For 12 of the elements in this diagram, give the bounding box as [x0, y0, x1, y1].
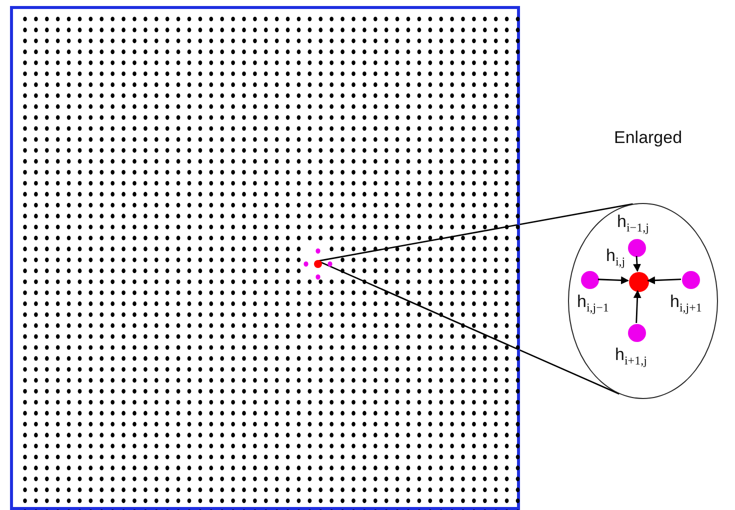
variable-label: h$_{i−1,j}$	[617, 213, 649, 234]
arrow	[633, 256, 641, 272]
arrow	[647, 276, 682, 284]
lattice-point	[314, 260, 322, 268]
view-heading: Enlarged	[614, 129, 682, 146]
variable-label: h$_{i,j−1}$	[577, 293, 609, 314]
zoom-line	[318, 203, 633, 262]
arrow	[598, 276, 629, 284]
arrow	[633, 290, 642, 324]
variable-label: h$_{i+1,j}$	[615, 346, 647, 366]
variable-label: h$_{i,j+1}$	[670, 293, 702, 314]
variable-label: h$_{i,j}$	[606, 247, 626, 268]
